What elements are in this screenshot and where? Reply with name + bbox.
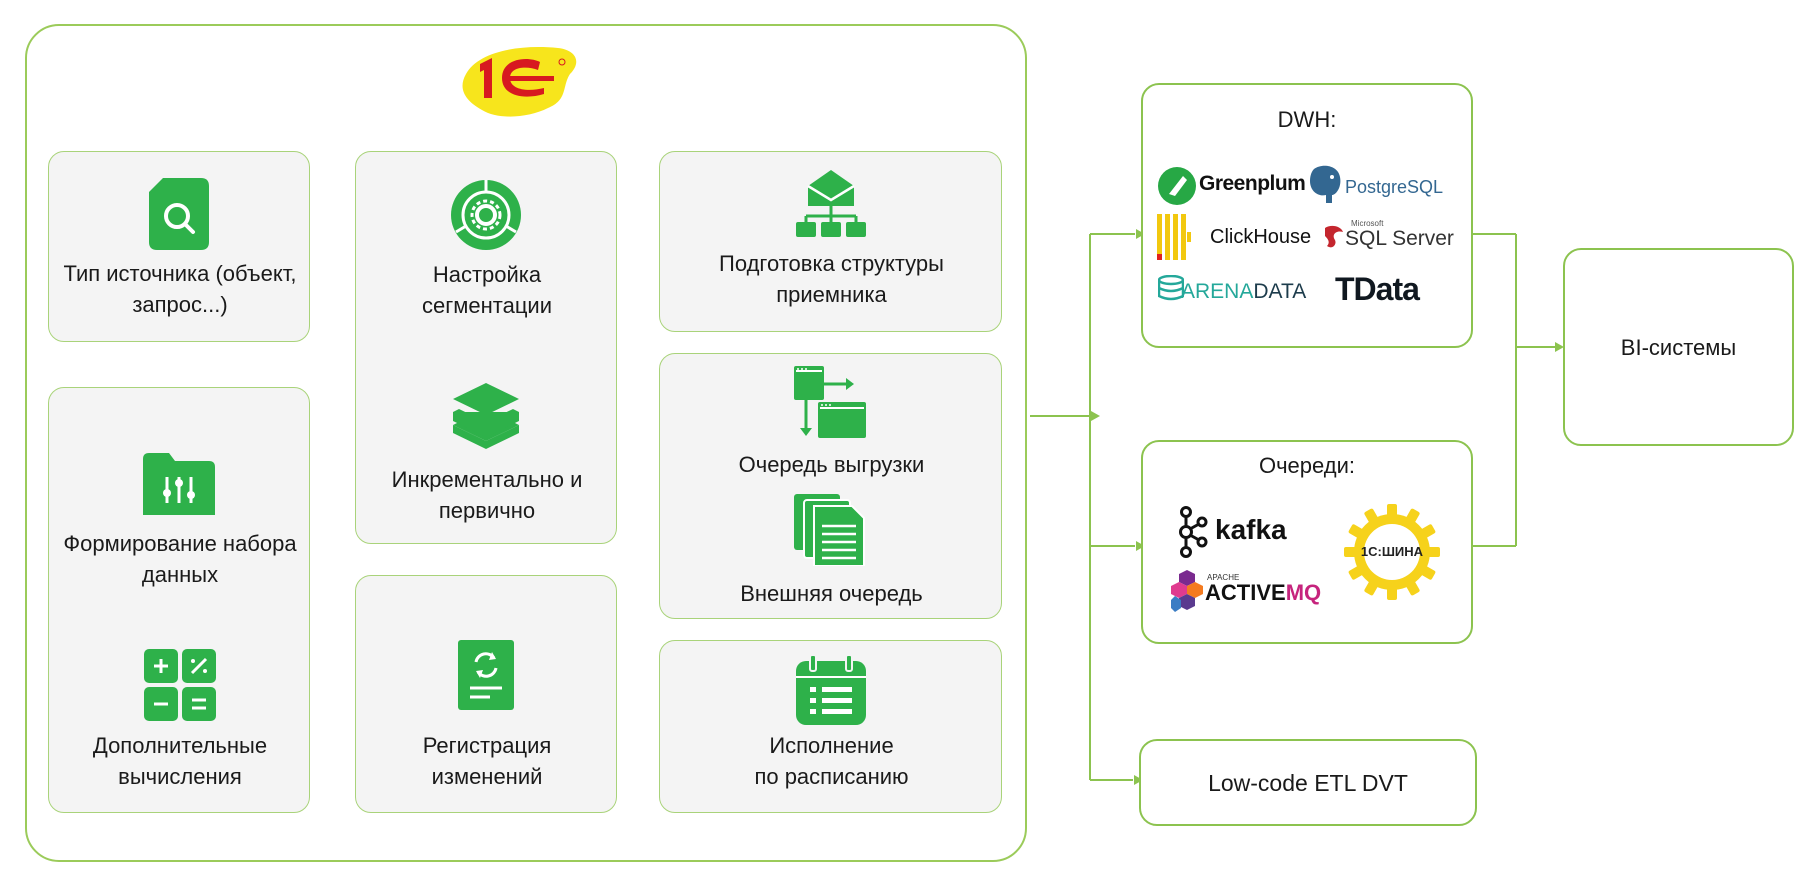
activemq-logo-icon: [1171, 570, 1203, 612]
gear-ring-icon: [451, 180, 521, 250]
card-source-type: Тип источника (объект, запрос...): [48, 151, 310, 342]
card-label-line: первично: [438, 498, 536, 523]
card-schedule: Исполнение по расписанию: [659, 640, 1002, 813]
card-label-line: Дополнительные: [92, 733, 268, 758]
postgresql-logo: PostgreSQL: [1345, 177, 1444, 197]
sqlserver-logo-small: Microsoft: [1351, 219, 1384, 228]
card-label-line: Регистрация: [422, 733, 552, 758]
kafka-logo: kafka: [1215, 514, 1287, 545]
card-label-line: Очередь выгрузки: [738, 452, 925, 477]
card-label-line: Внешняя очередь: [740, 581, 923, 606]
greenplum-logo: Greenplum: [1199, 172, 1306, 195]
calculator-icon: [144, 649, 216, 721]
card-label-line: Исполнение: [769, 733, 894, 758]
etl-box: Low-code ETL DVT: [1139, 739, 1477, 826]
logo-1c: [458, 34, 584, 124]
clickhouse-logo-icon: [1157, 214, 1191, 260]
greenplum-logo-icon: [1158, 167, 1196, 205]
mail-hierarchy-icon: [796, 170, 866, 237]
activemq-logo-small: APACHE: [1207, 573, 1240, 582]
platform-frame: [25, 24, 1027, 862]
card-label-line: вычисления: [118, 764, 242, 789]
card-label-line: приемника: [776, 282, 887, 307]
tdata-logo: TData: [1335, 271, 1420, 307]
card-label-line: Формирование набора: [63, 531, 297, 556]
arenadata-logo-part-a: ARENA: [1181, 280, 1254, 303]
card-label-line: Тип источника (объект,: [63, 261, 297, 286]
bi-box: BI-системы: [1563, 248, 1794, 446]
activemq-logo-part-a: ACTIVE: [1205, 580, 1286, 605]
dwh-box: DWH: Greenplum PostgreSQL ClickHouse Mic…: [1141, 83, 1473, 348]
card-label-line: сегментации: [421, 293, 552, 318]
card-receiver-structure: Подготовка структуры приемника: [659, 151, 1002, 332]
elephant-icon: [1310, 165, 1341, 203]
card-change-registration: Регистрация изменений: [355, 575, 617, 813]
card-label-line: данных: [141, 562, 219, 587]
document-search-icon: [149, 178, 209, 250]
document-refresh-icon: [458, 640, 514, 710]
kafka-logo-icon: [1179, 506, 1208, 558]
card-segmentation: Настройка сегментации Инкрементально и п…: [355, 151, 617, 544]
card-label-line: Настройка: [432, 262, 542, 287]
queues-box: Очереди: kafka APACHE ACTIVEMQ: [1141, 440, 1473, 644]
card-queues: Очередь выгрузки Внешняя очередь: [659, 353, 1002, 619]
1c-logo-icon: [462, 47, 577, 117]
arenadata-logo-part-b: DATA: [1253, 280, 1307, 303]
card-label-line: Инкрементально и: [391, 467, 583, 492]
arenadata-logo-icon: [1158, 275, 1184, 301]
calendar-icon: [796, 655, 866, 725]
etl-label: Low-code ETL DVT: [1208, 770, 1408, 796]
arenadata-logo: ARENADATA: [1181, 280, 1306, 304]
activemq-logo: ACTIVEMQ: [1205, 580, 1321, 606]
shina-logo: 1С:ШИНА: [1360, 544, 1424, 559]
card-label-line: Подготовка структуры: [719, 251, 944, 276]
card-label-line: изменений: [431, 764, 543, 789]
folder-settings-icon: [143, 453, 215, 515]
dwh-title: DWH:: [1277, 107, 1337, 132]
card-label-line: по расписанию: [754, 764, 909, 789]
sqlserver-logo: SQL Server: [1345, 227, 1454, 250]
sqlserver-logo-icon: [1325, 225, 1343, 248]
layers-icon: [453, 383, 519, 449]
bi-label: BI-системы: [1620, 335, 1737, 360]
documents-stack-icon: [794, 494, 865, 566]
windows-transfer-icon: [794, 366, 866, 438]
activemq-logo-part-b: MQ: [1285, 580, 1322, 605]
arrow-head: [1091, 411, 1100, 421]
card-label-line: запрос...): [132, 292, 228, 317]
queues-title: Очереди:: [1258, 453, 1356, 478]
card-dataset: Формирование набора данных Дополнительны…: [48, 387, 310, 813]
gear-logo-icon: [1344, 504, 1440, 600]
clickhouse-logo: ClickHouse: [1210, 226, 1312, 248]
